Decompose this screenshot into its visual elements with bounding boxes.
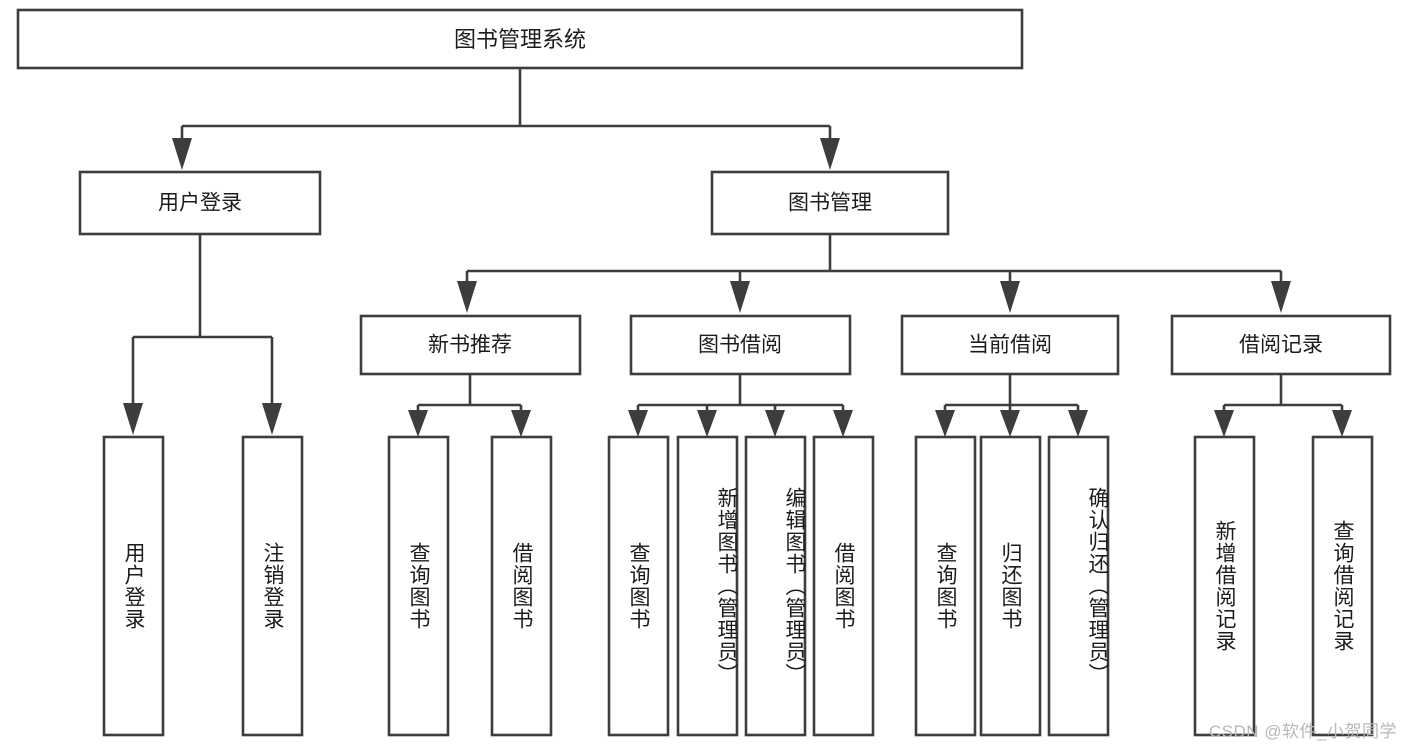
connector-book-management-to-level3 bbox=[457, 234, 1291, 313]
leaf-node-return-book[interactable] bbox=[979, 435, 1042, 737]
node-book-management-label: 图书管理 bbox=[788, 192, 872, 215]
connector-root-to-level2 bbox=[172, 68, 840, 170]
node-book-borrow-label: 图书借阅 bbox=[698, 334, 782, 357]
leaf-node-edit-book-admin[interactable] bbox=[744, 435, 807, 737]
node-borrow-record-label: 借阅记录 bbox=[1239, 334, 1323, 357]
node-borrow-record[interactable]: 借阅记录 bbox=[1170, 314, 1392, 376]
leaf-node-borrow-book-2[interactable] bbox=[812, 435, 875, 737]
watermark-text: CSDN @软件_小贺同学 bbox=[1208, 722, 1397, 741]
leaf-node-add-book-admin[interactable] bbox=[676, 435, 739, 737]
node-book-management[interactable]: 图书管理 bbox=[710, 170, 950, 236]
node-user-login[interactable]: 用户登录 bbox=[78, 170, 322, 236]
node-new-book-recommend[interactable]: 新书推荐 bbox=[359, 314, 582, 376]
node-root-label: 图书管理系统 bbox=[454, 27, 586, 52]
leaf-node-query-book-3[interactable] bbox=[914, 435, 977, 737]
connector-current-borrow-to-leaves bbox=[935, 374, 1088, 437]
connector-borrow-record-to-leaves bbox=[1214, 374, 1352, 437]
leaf-node-borrow-book-1[interactable] bbox=[490, 435, 553, 737]
connector-user-login-to-leaves bbox=[123, 234, 282, 435]
leaf-node-confirm-return-admin[interactable] bbox=[1047, 435, 1110, 737]
connector-book-borrow-to-leaves bbox=[628, 374, 853, 437]
leaf-node-logout[interactable] bbox=[241, 435, 304, 737]
leaf-node-query-book-2[interactable] bbox=[607, 435, 670, 737]
node-root[interactable]: 图书管理系统 bbox=[16, 8, 1024, 70]
node-current-borrow[interactable]: 当前借阅 bbox=[900, 314, 1120, 376]
leaf-node-user-login[interactable] bbox=[102, 435, 165, 737]
node-current-borrow-label: 当前借阅 bbox=[968, 334, 1052, 357]
node-new-book-recommend-label: 新书推荐 bbox=[428, 334, 512, 357]
node-book-borrow[interactable]: 图书借阅 bbox=[629, 314, 852, 376]
leaf-node-query-book-1[interactable] bbox=[387, 435, 450, 737]
node-user-login-label: 用户登录 bbox=[158, 192, 242, 215]
leaf-node-add-borrow-record[interactable] bbox=[1193, 435, 1256, 737]
leaf-node-query-borrow-record[interactable] bbox=[1311, 435, 1374, 737]
connector-new-book-recommend-to-leaves bbox=[408, 374, 531, 437]
